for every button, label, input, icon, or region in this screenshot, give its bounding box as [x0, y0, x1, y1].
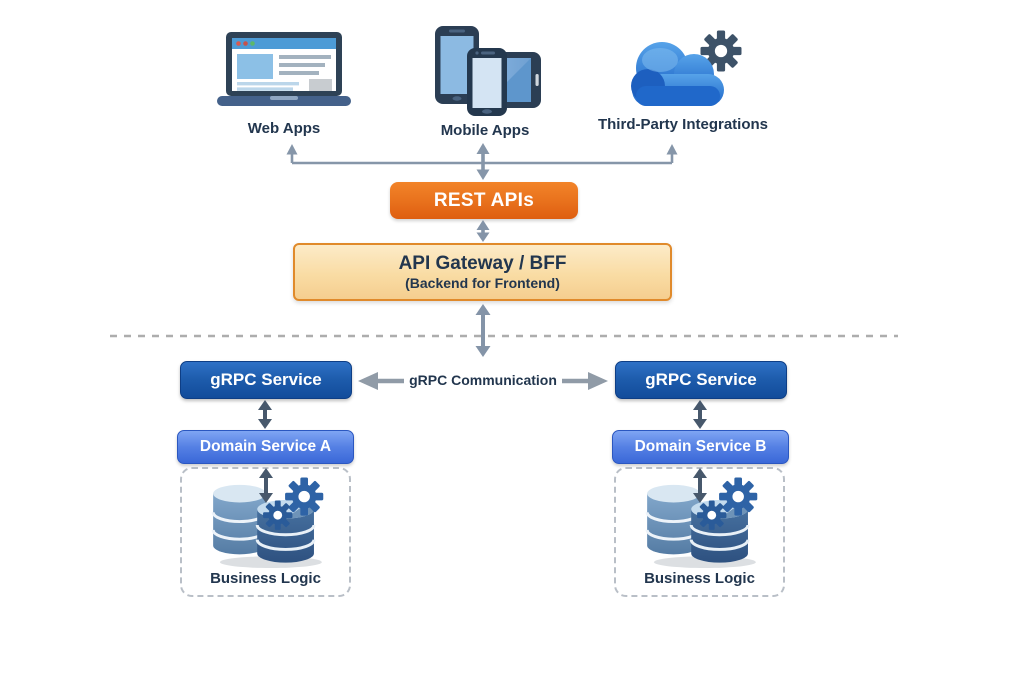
laptop-icon: [217, 32, 351, 106]
client-mobile-apps: Mobile Apps: [427, 24, 543, 139]
client-label-third-party: Third-Party Integrations: [597, 116, 769, 133]
domain-service-b-label: Domain Service B: [634, 438, 767, 455]
business-logic-box-right: Business Logic: [614, 467, 785, 597]
grpc-comm-right-arrowhead: [588, 372, 608, 390]
client-label-web-apps: Web Apps: [247, 120, 321, 137]
api-gateway-box: API Gateway / BFF (Backend for Frontend): [293, 243, 672, 301]
cloud-shape: [631, 42, 724, 106]
api-gateway-subtitle: (Backend for Frontend): [405, 274, 560, 291]
domain-service-b-box: Domain Service B: [612, 430, 789, 464]
gear-icon-large: [718, 477, 757, 516]
grpc-service-box-left: gRPC Service: [180, 361, 352, 399]
rest-gateway-arrow: [476, 220, 490, 242]
api-gateway-title: API Gateway / BFF: [398, 252, 567, 274]
mobile-devices-icon: [435, 26, 541, 116]
domain-service-a-box: Domain Service A: [177, 430, 354, 464]
grpc-service-box-right: gRPC Service: [615, 361, 787, 399]
grpc-domain-arrow-left: [258, 400, 272, 429]
gear-icon-large: [284, 477, 323, 516]
rest-apis-box: REST APIs: [390, 182, 578, 219]
grpc-communication-label: gRPC Communication: [409, 372, 557, 388]
client-third-party: Third-Party Integrations: [580, 30, 786, 133]
domain-service-a-label: Domain Service A: [199, 438, 332, 455]
database-rear: [211, 484, 267, 555]
cloud-gear-icon: [631, 30, 742, 106]
database-gears-icon: [211, 477, 323, 569]
grpc-domain-arrow-right: [693, 400, 707, 429]
business-logic-label-left: Business Logic: [210, 570, 321, 587]
business-logic-label-right: Business Logic: [644, 570, 755, 587]
gear-icon-small: [696, 500, 726, 530]
grpc-comm-left-arrowhead: [358, 372, 378, 390]
business-logic-box-left: Business Logic: [180, 467, 351, 597]
client-web-apps: Web Apps: [206, 32, 362, 137]
client-label-mobile-apps: Mobile Apps: [440, 122, 530, 139]
grpc-service-label-left: gRPC Service: [210, 370, 322, 389]
gateway-services-arrow: [475, 304, 491, 357]
grpc-service-label-right: gRPC Service: [645, 370, 757, 389]
database-gears-icon: [645, 477, 757, 569]
gear-icon-small: [262, 500, 292, 530]
rest-apis-label: REST APIs: [433, 189, 535, 211]
client-connector-arrows: [286, 143, 678, 180]
